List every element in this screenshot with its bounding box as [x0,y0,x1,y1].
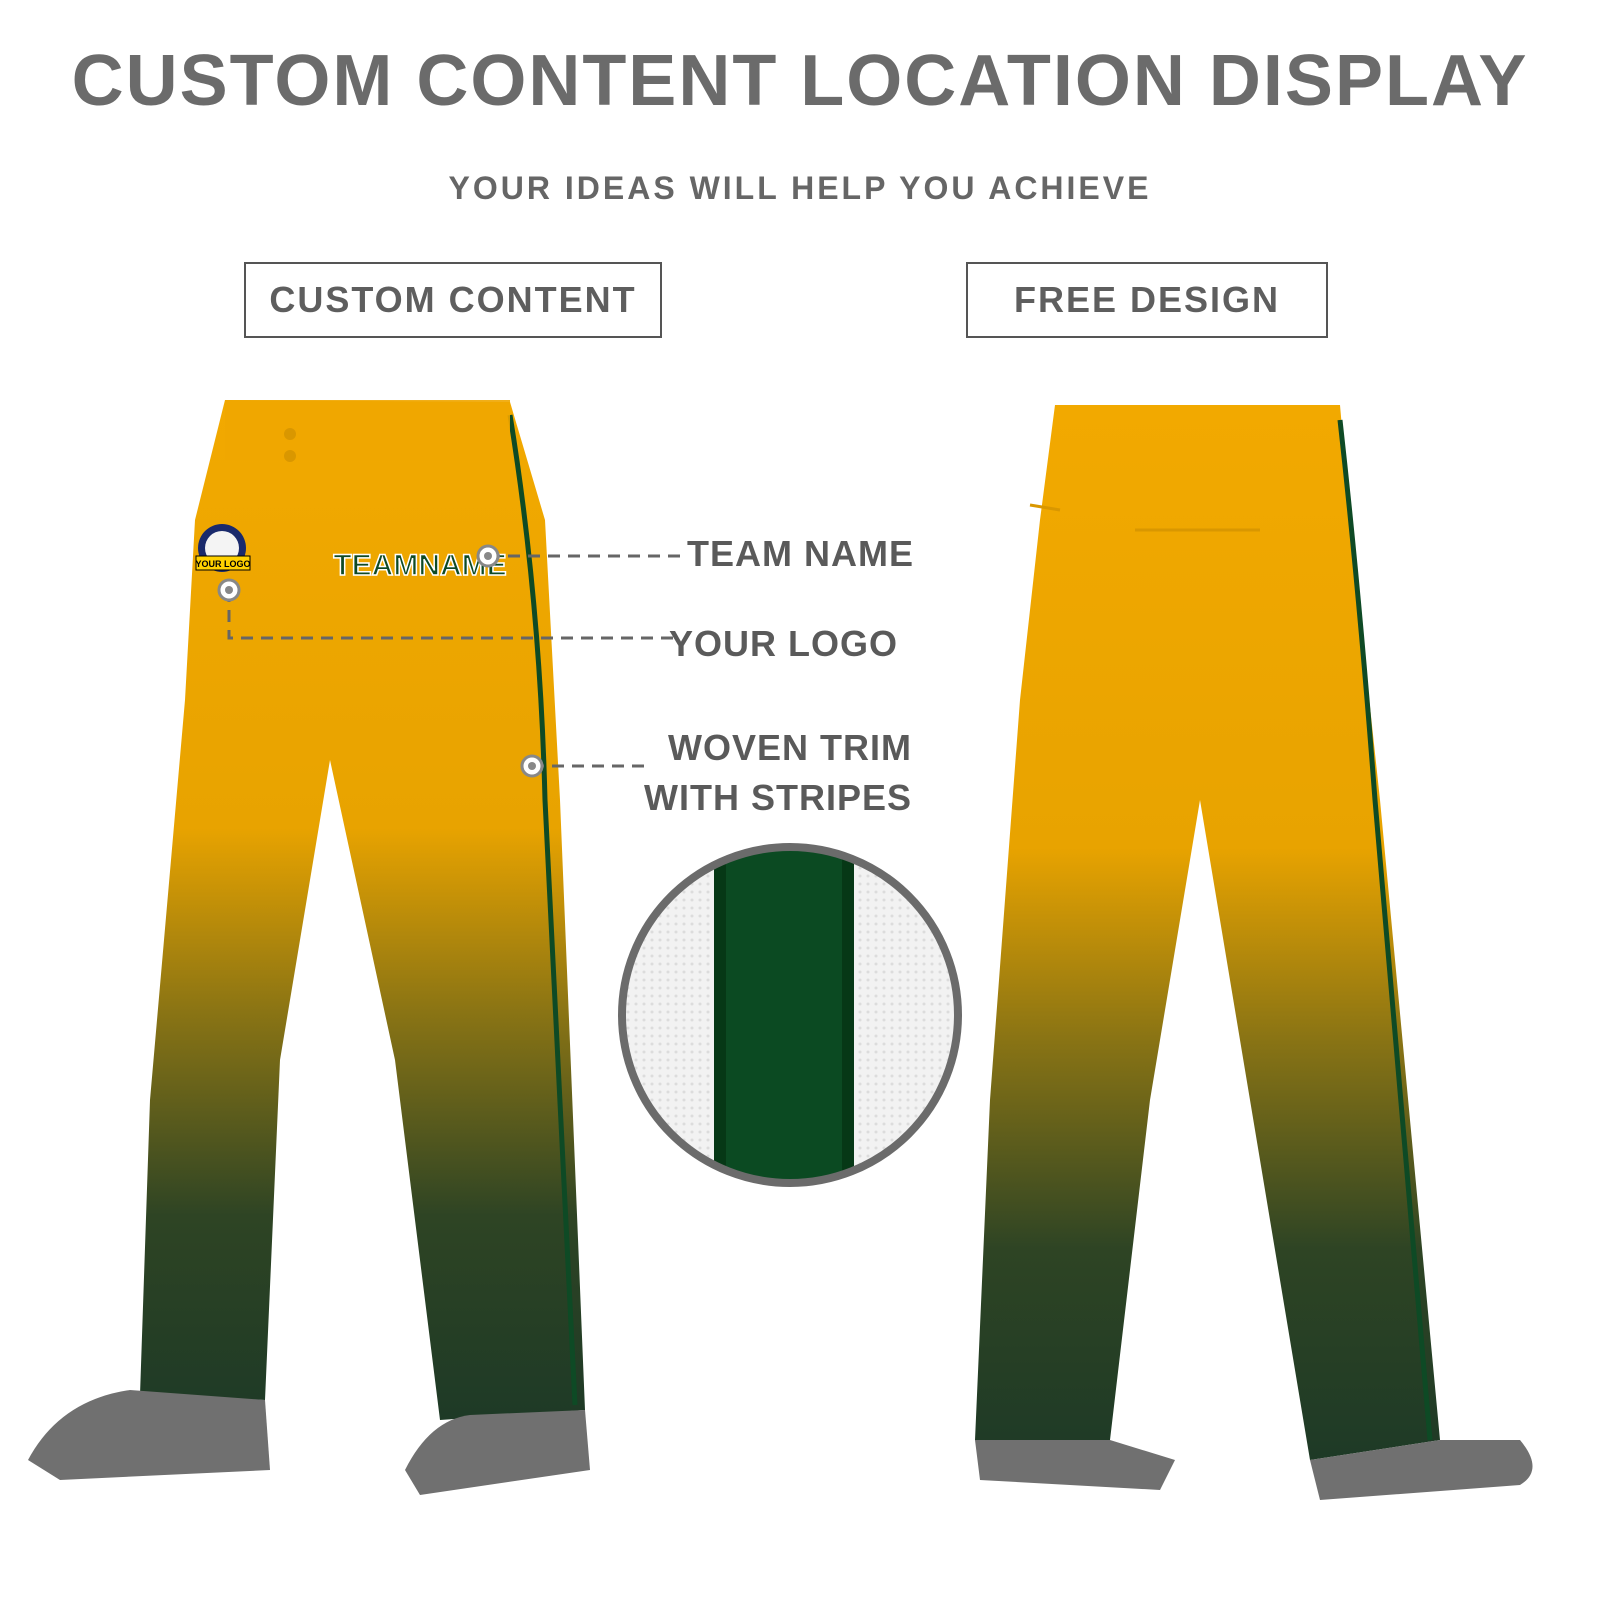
callout-team-name: TEAM NAME [687,533,914,574]
callout-woven-trim-2: WITH STRIPES [643,777,912,818]
side-piping [507,414,578,1406]
callout-lines [227,554,684,768]
callout-your-logo: YOUR LOGO [668,623,898,664]
logo-text: YOUR LOGO [195,559,250,569]
back-pants [975,405,1533,1500]
free-design-text: FREE DESIGN [1013,279,1281,320]
page-title: CUSTOM CONTENT LOCATION DISPLAY [71,41,1529,121]
back-right-shoe [1310,1440,1533,1500]
custom-content-text: CUSTOM CONTENT [269,279,637,320]
custom-content-label: CUSTOM CONTENT [244,262,662,338]
right-shoe [405,1410,590,1495]
trim-detail-zoom [618,843,962,1187]
free-design-label: FREE DESIGN [966,262,1328,338]
logo-patch: YOUR LOGO [195,524,251,572]
left-shoe [28,1390,270,1480]
page-subtitle: YOUR IDEAS WILL HELP YOU ACHIEVE [448,170,1152,206]
callout-woven-trim-1: WOVEN TRIM [668,727,912,768]
back-left-shoe [975,1440,1175,1490]
front-pants [28,400,590,1495]
back-side-piping [1337,419,1433,1441]
